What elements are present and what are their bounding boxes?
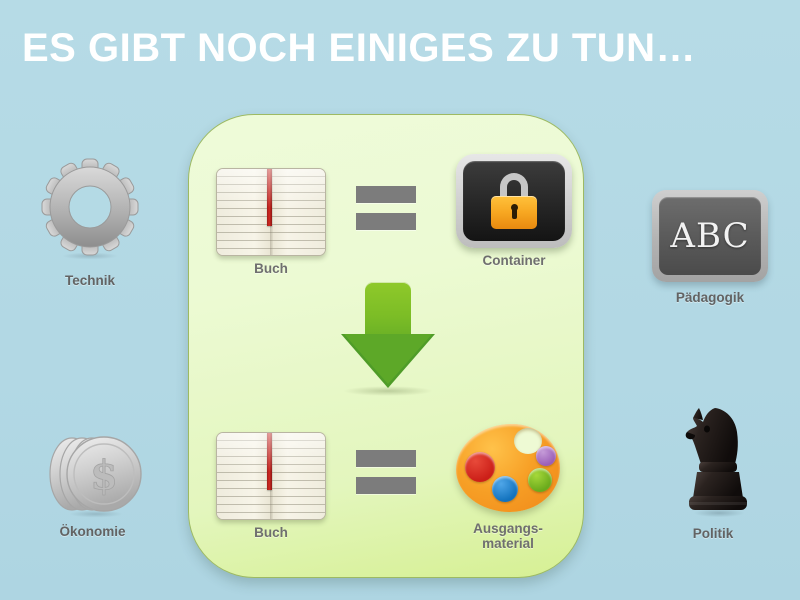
- palette-dab-blue: [492, 476, 518, 502]
- item-buch-bottom: Buch: [216, 432, 326, 540]
- gear-icon: [35, 155, 145, 265]
- equals-sign-icon: [356, 450, 416, 494]
- item-label: Buch: [254, 261, 288, 276]
- chess-knight-icon: [663, 398, 763, 519]
- book-page-right: [271, 433, 325, 519]
- padlock-keyslot: [511, 209, 517, 219]
- item-technik: Technik: [25, 155, 155, 288]
- page-title: ES GIBT NOCH EINIGES ZU TUN…: [22, 26, 697, 70]
- padlock-shackle: [500, 173, 528, 203]
- book-ribbon: [267, 433, 272, 490]
- item-label: Ökonomie: [59, 524, 126, 539]
- book-ribbon: [267, 169, 272, 226]
- equals-sign-icon: [356, 186, 416, 230]
- padlock-glyph: [491, 173, 537, 229]
- padlock-body: [491, 196, 537, 229]
- palette-dab-green: [528, 468, 552, 492]
- item-buch-top: Buch: [216, 168, 326, 276]
- palette-dab-purple: [536, 446, 556, 466]
- green-down-arrow-icon: [333, 282, 443, 396]
- arrow-head: [344, 334, 432, 384]
- chalkboard-text: ABC: [670, 216, 750, 256]
- paint-palette-icon: [454, 420, 562, 516]
- equals-bar-top: [356, 450, 416, 467]
- lock-icon: [456, 154, 572, 248]
- item-label: Buch: [254, 525, 288, 540]
- item-paedagogik: ABC Pädagogik: [650, 190, 770, 305]
- chalkboard-slate: ABC: [659, 197, 761, 275]
- item-container: Container: [456, 154, 572, 268]
- item-ausgangsmaterial: Ausgangs- material: [452, 420, 564, 551]
- svg-text:$: $: [90, 452, 118, 499]
- open-book-icon: [216, 168, 326, 256]
- equals-bar-bottom: [356, 477, 416, 494]
- arrow-shadow: [343, 386, 433, 396]
- book-page-left: [217, 433, 271, 519]
- equals-bar-top: [356, 186, 416, 203]
- book-page-right: [271, 169, 325, 255]
- item-label: Container: [482, 253, 546, 268]
- item-label: Pädagogik: [675, 290, 745, 305]
- lock-tile-screen: [463, 161, 565, 241]
- padlock-keyhole: [510, 204, 518, 211]
- item-oekonomie: $ Ökonomie: [30, 430, 155, 539]
- coins-icon: $: [38, 430, 148, 519]
- arrow-shaft: [365, 282, 411, 344]
- item-politik: Politik: [658, 398, 768, 541]
- item-label: Politik: [692, 526, 734, 541]
- chalkboard-icon: ABC: [652, 190, 768, 282]
- item-label: Ausgangs- material: [473, 521, 543, 551]
- equals-bar-bottom: [356, 213, 416, 230]
- book-page-left: [217, 169, 271, 255]
- palette-dab-red: [465, 452, 495, 482]
- open-book-icon: [216, 432, 326, 520]
- item-label: Technik: [64, 273, 115, 288]
